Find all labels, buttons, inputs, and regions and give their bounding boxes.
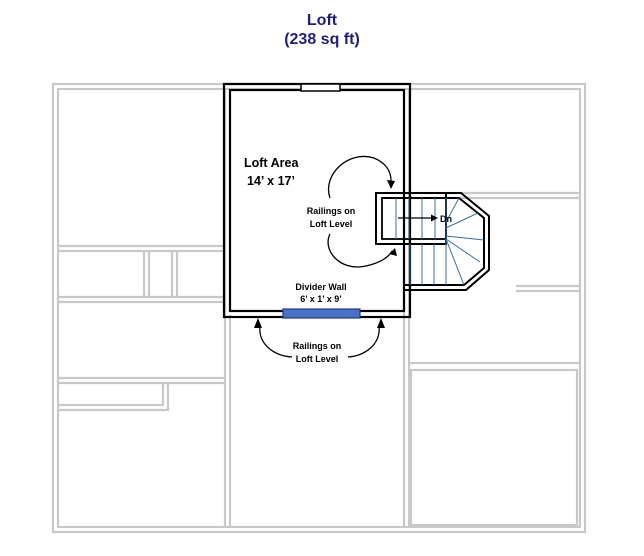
window <box>300 83 341 92</box>
staircase: Dn <box>375 192 490 291</box>
loft-area-label: Loft Area <box>244 156 299 170</box>
railings-label-lower-1: Railings on <box>293 341 342 351</box>
arrow-head-icon <box>387 180 395 189</box>
divider-wall-size: 6’ x 1’ x 9’ <box>300 294 342 304</box>
railing-arrows-lower <box>259 325 380 358</box>
arrow-head-icon <box>377 318 385 328</box>
divider-wall-bar <box>282 308 361 319</box>
railings-label-upper-1: Railings on <box>307 206 356 216</box>
arrow-head-icon <box>431 214 438 222</box>
divider-wall-label: Divider Wall <box>295 282 346 292</box>
plan-area-subtitle: (238 sq ft) <box>284 31 360 48</box>
railings-label-upper-2: Loft Level <box>310 219 353 229</box>
arrow-head-icon <box>254 318 262 328</box>
loft-area-size: 14’ x 17’ <box>247 174 295 188</box>
stair-down-label: Dn <box>440 214 452 224</box>
railing-arrows-upper <box>327 155 393 268</box>
arrow-head-icon <box>389 248 397 256</box>
railings-label-lower-2: Loft Level <box>296 354 339 364</box>
lower-level-walls <box>51 82 587 534</box>
plan-title: Loft <box>306 12 338 29</box>
